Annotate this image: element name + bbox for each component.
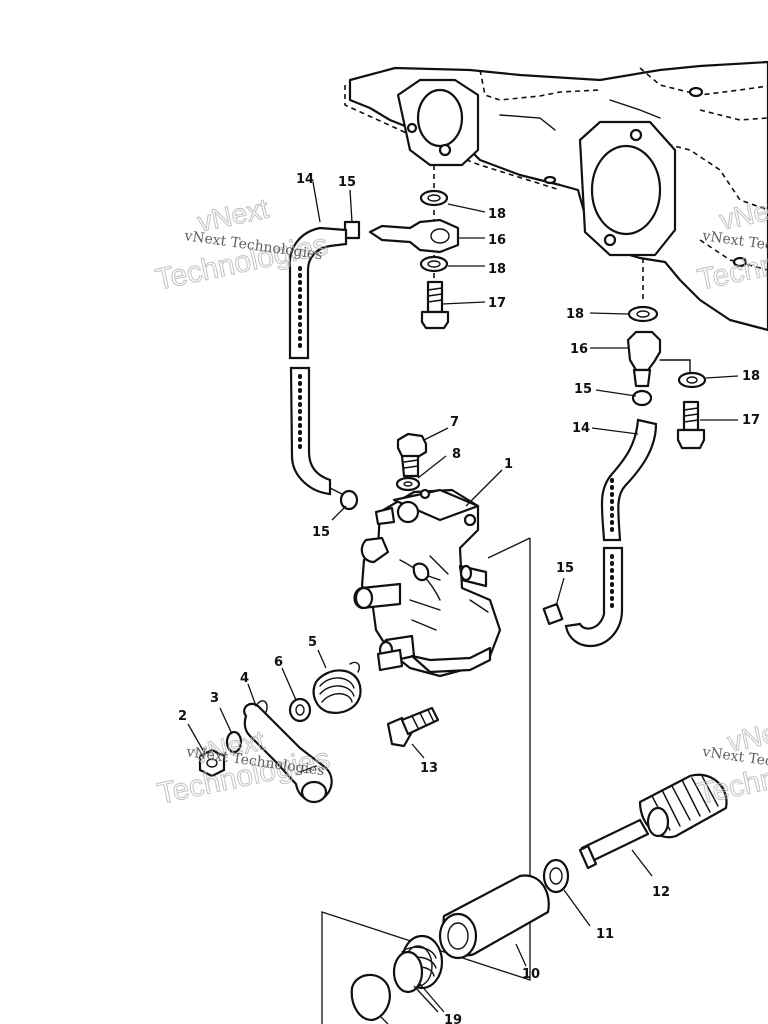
callout-16-right: 16 xyxy=(570,342,588,357)
hose-14-left xyxy=(288,226,359,511)
driven-gear-12 xyxy=(578,773,728,870)
callout-19: 19 xyxy=(444,1013,462,1024)
callout-10: 10 xyxy=(522,967,540,982)
callout-18-left-upper: 18 xyxy=(488,207,506,222)
callout-12: 12 xyxy=(652,885,670,900)
callout-15-right-top: 15 xyxy=(574,382,592,397)
washer-18-right-side xyxy=(677,371,707,389)
callout-17-right: 17 xyxy=(742,413,760,428)
callout-15-top: 15 xyxy=(338,175,356,190)
circlip xyxy=(350,973,391,1022)
clip-15-right-mid xyxy=(542,602,564,626)
bolt-13 xyxy=(386,706,440,748)
callout-6: 6 xyxy=(274,655,283,670)
callout-15-left-mid: 15 xyxy=(312,525,330,540)
callout-5: 5 xyxy=(308,635,317,650)
callout-2: 2 xyxy=(178,709,187,724)
callout-16-left: 16 xyxy=(488,233,506,248)
callout-18-right: 18 xyxy=(566,307,584,322)
clip-15-right-top xyxy=(631,389,653,407)
bolt-17-left xyxy=(420,280,450,330)
hose-14-right xyxy=(542,418,658,648)
callout-labels: 14 15 18 16 18 17 18 16 15 18 17 14 7 8 … xyxy=(178,172,760,1024)
callout-13: 13 xyxy=(420,761,438,776)
bolt-7 xyxy=(396,432,428,478)
oil-pump-body xyxy=(353,488,502,678)
callout-11: 11 xyxy=(596,927,614,942)
nut-2 xyxy=(198,748,226,778)
callout-3: 3 xyxy=(210,691,219,706)
callout-7: 7 xyxy=(450,415,459,430)
bolt-17-right xyxy=(676,400,706,450)
lever-4 xyxy=(243,700,333,804)
banjo-fitting-16-left xyxy=(368,218,460,254)
banjo-fitting-16-right xyxy=(626,330,662,372)
seal-19 xyxy=(392,934,444,994)
washer-8 xyxy=(395,476,421,492)
washer-18-right-top xyxy=(627,305,659,323)
callout-14-right: 14 xyxy=(572,421,590,436)
washer-3 xyxy=(225,730,243,754)
bushing-10 xyxy=(438,874,550,960)
left-banjo-assembly xyxy=(343,165,460,330)
callout-1: 1 xyxy=(504,457,513,472)
clip-15-left-mid xyxy=(339,489,359,511)
callout-18-left-lower: 18 xyxy=(488,262,506,277)
cam-shaft-end xyxy=(376,648,404,672)
callout-17-left: 17 xyxy=(488,296,506,311)
callout-14-left: 14 xyxy=(296,172,314,187)
callout-8: 8 xyxy=(452,447,461,462)
washer-18-lower-left xyxy=(419,255,449,273)
washer-11 xyxy=(542,858,570,894)
right-banjo-assembly xyxy=(626,258,707,450)
callout-4: 4 xyxy=(240,671,249,686)
engine-casing xyxy=(344,60,768,332)
callout-18-right-side: 18 xyxy=(742,369,760,384)
callout-15-right-mid: 15 xyxy=(556,561,574,576)
spring-5 xyxy=(312,661,362,714)
washer-18-upper-left xyxy=(419,189,449,207)
washer-6 xyxy=(288,697,312,723)
leader-lines xyxy=(187,181,739,1024)
